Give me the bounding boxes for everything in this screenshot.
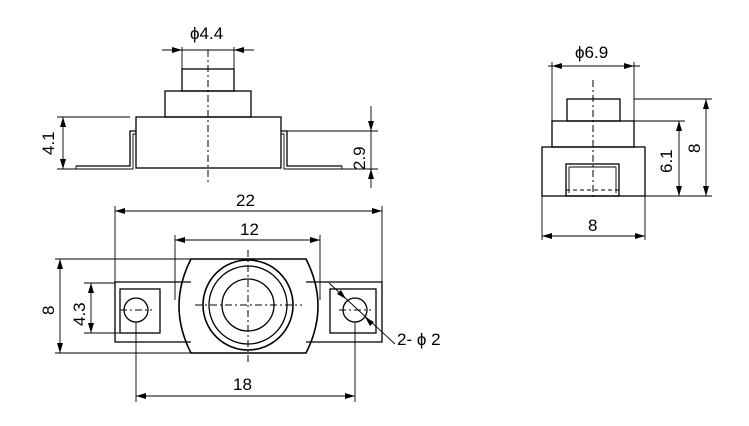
dim-overall-height: 8 <box>39 258 191 354</box>
label-hole-callout: 2- ϕ 2 <box>397 330 441 349</box>
dim-side-top: ϕ6.9 <box>548 43 640 121</box>
label-side-mid-height: 6.1 <box>657 149 676 173</box>
label-body-height: 2.9 <box>350 146 369 170</box>
label-top-bore: ϕ4.4 <box>190 24 223 43</box>
dim-side-width: 8 <box>541 196 646 240</box>
dim-body-width: 12 <box>174 220 321 300</box>
dim-left-height: 4.1 <box>39 116 130 170</box>
dim-hole-callout: 2- ϕ 2 <box>328 282 441 349</box>
front-view <box>75 50 343 182</box>
label-overall-width: 22 <box>236 191 255 210</box>
dim-slot-height: 4.3 <box>70 282 120 334</box>
dim-side-heights: 6.1 8 <box>620 98 712 197</box>
label-body-width: 12 <box>240 220 259 239</box>
label-overall-height: 8 <box>39 306 58 315</box>
dim-hole-spacing: 18 <box>135 322 356 402</box>
dim-body-height: 2.9 <box>287 106 378 188</box>
dim-overall-width: 22 <box>114 191 383 282</box>
plan-view <box>114 250 383 362</box>
label-hole-spacing: 18 <box>233 375 252 394</box>
label-side-width: 8 <box>588 216 597 235</box>
dim-top-bore: ϕ4.4 <box>162 24 254 69</box>
label-left-height: 4.1 <box>39 131 58 155</box>
label-slot-height: 4.3 <box>70 302 89 326</box>
label-side-top: ϕ6.9 <box>575 43 608 62</box>
label-side-height: 8 <box>685 144 704 153</box>
side-view <box>541 80 646 200</box>
